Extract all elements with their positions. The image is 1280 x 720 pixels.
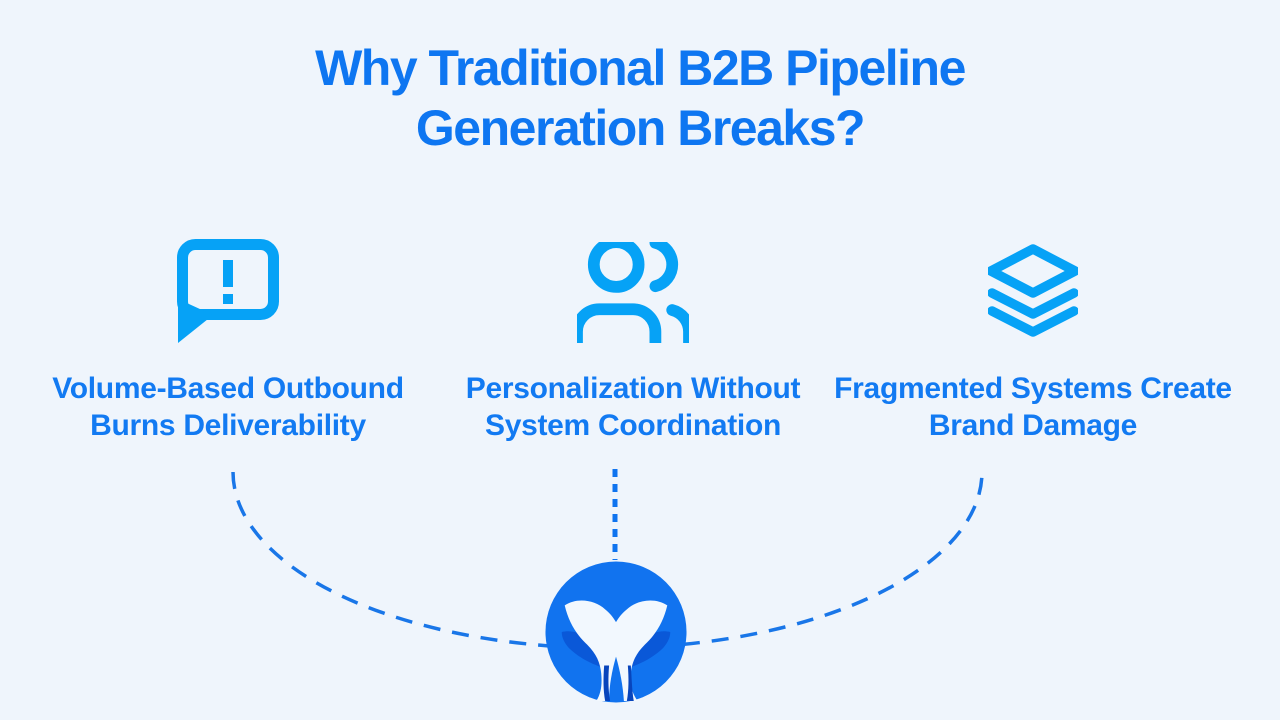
alert-speech-bubble-icon	[177, 236, 279, 348]
column-label-line-1: Volume-Based Outbound	[52, 372, 404, 405]
column-label: Personalization Without System Coordinat…	[466, 370, 801, 444]
page-title-line-2: Generation Breaks?	[415, 100, 866, 156]
column-label: Volume-Based Outbound Burns Deliverabili…	[52, 370, 404, 444]
column-label-line-1: Personalization Without	[465, 372, 801, 405]
column-label: Fragmented Systems Create Brand Damage	[834, 370, 1232, 444]
page-title-line-1: Why Traditional B2B Pipeline	[315, 40, 966, 96]
column-personalization: Personalization Without System Coordinat…	[423, 236, 843, 444]
layers-icon	[988, 236, 1078, 348]
column-fragmented-systems: Fragmented Systems Create Brand Damage	[823, 236, 1243, 444]
column-label-line-2: Brand Damage	[928, 409, 1138, 442]
column-label-line-2: Burns Deliverability	[90, 409, 366, 442]
users-icon	[577, 236, 689, 348]
whale-tail-logo	[545, 561, 687, 703]
page-title: Why Traditional B2B Pipeline Generation …	[0, 38, 1280, 158]
column-volume-based-outbound: Volume-Based Outbound Burns Deliverabili…	[18, 236, 438, 444]
column-label-line-1: Fragmented Systems Create	[834, 372, 1232, 405]
column-label-line-2: System Coordination	[485, 409, 781, 442]
